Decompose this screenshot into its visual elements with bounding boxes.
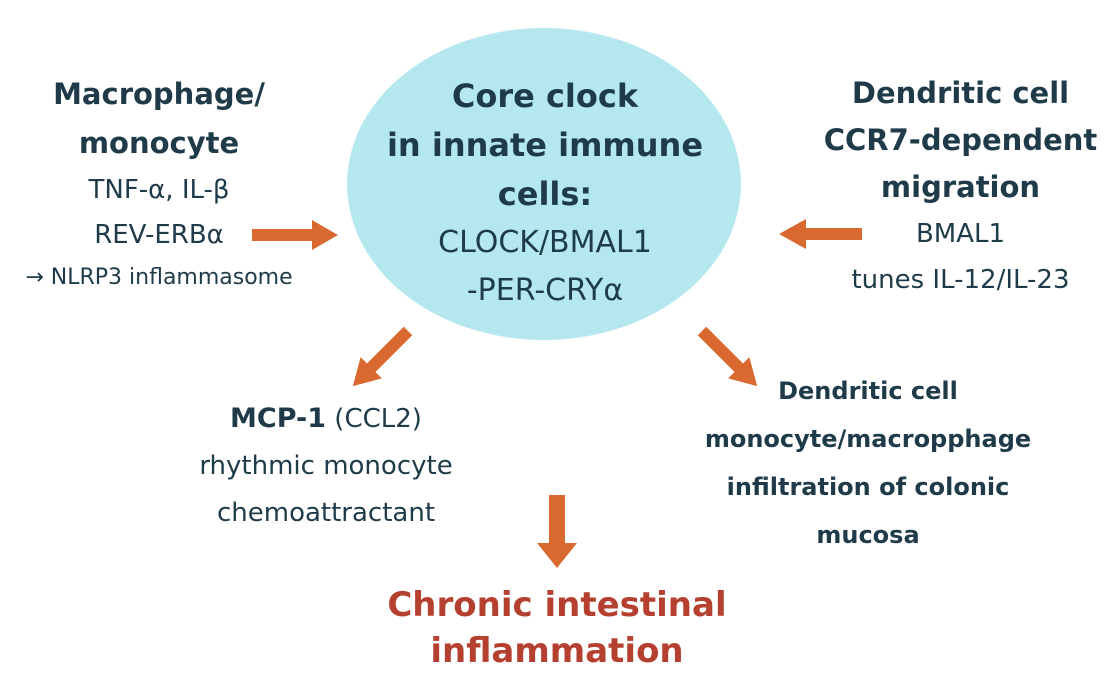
dendritic-title-2: CCR7-dependent [823, 123, 1098, 157]
dendritic-il12: tunes IL-12/IL-23 [851, 265, 1070, 295]
core-title-1: Core clock [451, 77, 639, 115]
mcp1-desc-1: rhythmic monocyte [199, 451, 453, 481]
mcp1-desc-2: chemoattractant [216, 498, 436, 528]
mcp1-name: MCP-1 [230, 403, 327, 434]
arrow-to-outcome [537, 495, 577, 568]
core-title-3: cells: [497, 175, 593, 213]
arrow-macrophage-to-core [252, 220, 338, 250]
arrow-dendritic-to-core [779, 219, 862, 249]
outcome-block: Chronic intestinal inflammation [357, 582, 757, 674]
macrophage-title-2: monocyte [78, 126, 240, 160]
core-clock-text: Core clock in innate immune cells: CLOCK… [362, 72, 728, 315]
dendritic-bmal1: BMAL1 [915, 219, 1006, 249]
outcome-line-1: Chronic intestinal [387, 585, 727, 625]
outcome-line-2: inflammation [430, 631, 684, 671]
dendritic-block: Dendritic cell CCR7-dependent migration … [808, 70, 1113, 303]
core-title-2: in innate immune [386, 126, 704, 164]
mcp1-heading: MCP-1 (CCL2) [170, 395, 482, 443]
infiltration-1: Dendritic cell [778, 377, 958, 405]
infiltration-block: Dendritic cell monocyte/macropphage infi… [676, 367, 1060, 559]
macrophage-block: Macrophage/ monocyte TNF-α, IL-β REV-ERB… [0, 70, 318, 298]
mcp1-block: MCP-1 (CCL2) rhythmic monocyte chemoattr… [170, 395, 482, 537]
macrophage-nlrp3: → NLRP3 inflammasome [25, 265, 293, 290]
core-genes-2: -PER-CRYα [466, 273, 624, 308]
macrophage-cytokines: TNF-α, IL-β [88, 175, 230, 205]
core-genes-1: CLOCK/BMAL1 [438, 225, 652, 260]
infiltration-2: monocyte/macropphage [704, 425, 1032, 453]
arrow-core-to-mcp1 [352, 326, 413, 387]
macrophage-reverb: REV-ERBα [94, 220, 224, 250]
macrophage-title-1: Macrophage/ [53, 77, 265, 111]
mcp1-alias: (CCL2) [326, 404, 422, 434]
dendritic-title-3: migration [880, 170, 1041, 204]
core-clock-ellipse [347, 28, 741, 340]
infiltration-3: infiltration of colonic [726, 473, 1010, 501]
infiltration-4: mucosa [816, 521, 920, 549]
arrow-core-to-infiltration [697, 326, 758, 387]
dendritic-title-1: Dendritic cell [851, 76, 1070, 110]
